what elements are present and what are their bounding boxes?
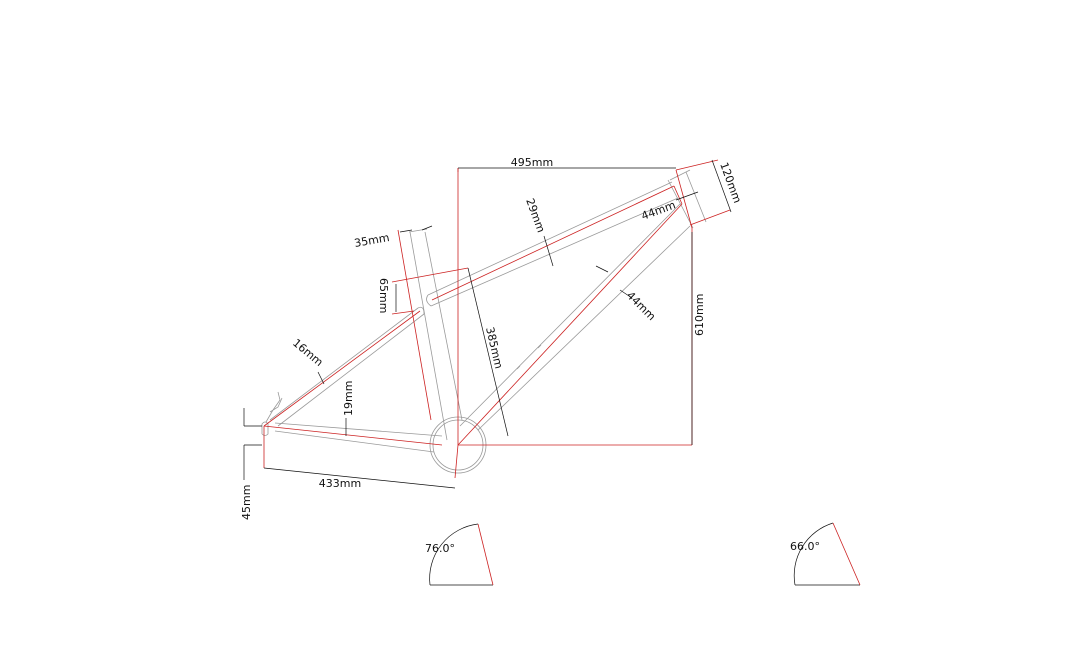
dim-down-tube-diameter: 44mm: [624, 289, 658, 323]
dim-top-tube-diameter: 29mm: [523, 197, 547, 235]
angle-seat-tube-label: 76.0°: [425, 542, 455, 555]
dim-head-tube-length: 120mm: [717, 161, 744, 205]
down-tube: [459, 203, 691, 431]
dim-stack: 610mm: [693, 294, 706, 336]
dim-head-tube-diameter: 44mm: [640, 198, 678, 222]
dim-seat-top-offset: 65mm: [377, 278, 390, 313]
chain-stay: [274, 422, 443, 453]
dim-seat-stay-diameter: 16mm: [290, 336, 326, 369]
dim-seat-tube-diameter: 35mm: [353, 231, 390, 250]
dim-seat-tube-length: 385mm: [483, 326, 505, 370]
geometry-lines: [263, 159, 731, 479]
seat-tube: [409, 231, 463, 441]
dim-chain-stay-length: 433mm: [319, 477, 361, 490]
dim-top-tube-horizontal: 495mm: [511, 156, 553, 169]
dim-bb-drop: 45mm: [240, 485, 253, 520]
rear-dropout: [261, 391, 283, 436]
dimension-lines: [243, 159, 732, 489]
head-tube: [667, 169, 707, 229]
angle-head-tube: 66.0°: [790, 522, 861, 586]
angle-seat-tube: 76.0°: [425, 523, 494, 586]
seat-stay: [269, 307, 425, 427]
frame-tubes: [261, 169, 707, 474]
top-tube: [427, 181, 679, 307]
angle-head-tube-label: 66.0°: [790, 540, 820, 553]
dim-chain-stay-diameter: 19mm: [342, 381, 355, 416]
dimension-labels: 495mm 120mm 44mm 29mm 44mm 35mm 65mm 16m…: [240, 156, 744, 520]
